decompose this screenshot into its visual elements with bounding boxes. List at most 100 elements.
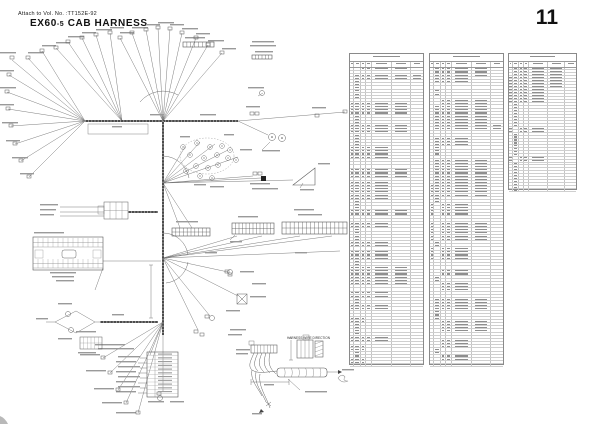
table-row <box>430 105 503 109</box>
table-row <box>430 291 503 295</box>
table-row <box>509 70 576 74</box>
table-row <box>350 250 423 254</box>
table-title-band <box>430 55 503 62</box>
table-row <box>509 159 576 163</box>
table-row <box>430 345 503 349</box>
table-row <box>509 67 576 71</box>
table-row <box>509 162 576 166</box>
wire-list-table-3 <box>508 53 577 193</box>
table-row <box>430 162 503 166</box>
table-title-band <box>509 55 576 62</box>
table-row <box>350 288 423 292</box>
scan-squiggle <box>337 374 349 383</box>
table-row <box>350 118 423 122</box>
table-row <box>350 241 423 245</box>
table-row <box>509 112 576 115</box>
table-row <box>430 228 503 232</box>
table-row <box>430 168 503 172</box>
table-row <box>350 136 423 141</box>
table-row <box>350 307 423 311</box>
table-row <box>430 222 503 226</box>
table-row <box>350 162 423 166</box>
table-row <box>509 79 576 83</box>
table-row <box>509 174 576 178</box>
wire-list-table-1 <box>349 53 424 368</box>
table-row <box>430 177 503 182</box>
table-row <box>430 304 503 308</box>
table-row <box>350 275 423 279</box>
table-row <box>509 183 576 187</box>
table-title-band <box>350 55 423 62</box>
table-row <box>350 95 423 100</box>
table-row <box>350 206 423 210</box>
table-row <box>350 149 423 153</box>
table-row <box>350 83 423 87</box>
table-row <box>430 124 503 128</box>
table-row <box>350 92 423 96</box>
loose-wire-cluster <box>179 137 239 181</box>
table-row <box>350 209 423 213</box>
bracket-wedge <box>292 167 316 186</box>
table-row <box>430 297 503 302</box>
table-row <box>430 241 503 245</box>
wire-direction-detail: HARNESS WIRE DIRECTION <box>248 334 342 413</box>
table-row <box>509 123 576 127</box>
table-row <box>350 108 423 112</box>
table-row <box>430 111 503 115</box>
table-row <box>430 159 503 163</box>
table-row <box>350 231 423 235</box>
table-row <box>509 129 576 133</box>
dimension-box <box>87 123 149 135</box>
table-row <box>350 200 423 204</box>
table-row <box>350 130 423 134</box>
table-row <box>509 117 576 121</box>
sealed-connector-dot <box>261 176 266 181</box>
table-row <box>430 269 503 273</box>
table-row <box>430 256 503 261</box>
table-header-band <box>509 61 576 68</box>
table-row <box>350 212 423 216</box>
table-row <box>350 244 423 248</box>
bundle-arcs <box>139 90 190 284</box>
table-row <box>350 80 423 84</box>
terminal-block <box>146 351 179 398</box>
table-row <box>350 111 423 115</box>
table-row <box>350 228 423 232</box>
table-row <box>509 138 576 142</box>
table-row <box>430 329 503 333</box>
table-row <box>430 200 503 204</box>
table-row <box>350 133 423 137</box>
table-row <box>350 278 423 283</box>
table-row <box>350 127 423 131</box>
table-row <box>430 272 503 276</box>
table-row <box>350 263 423 267</box>
table-row <box>509 165 576 169</box>
table-row <box>509 109 576 113</box>
table-row <box>350 310 423 314</box>
table-row <box>430 234 503 238</box>
table-row <box>509 100 576 104</box>
table-row <box>430 174 503 178</box>
table-row <box>350 121 423 125</box>
scan-corner-mark <box>0 416 8 424</box>
fuse-box <box>32 236 104 271</box>
harness-trunk-lines <box>85 120 238 335</box>
table-row <box>430 130 503 134</box>
connector-cluster-box <box>97 201 129 220</box>
table-row <box>350 76 423 81</box>
table-row <box>350 234 423 238</box>
table-row <box>430 351 503 355</box>
table-row <box>430 307 503 311</box>
table-row <box>350 351 423 355</box>
table-row <box>350 114 423 118</box>
table-row <box>430 338 503 343</box>
table-row <box>350 316 423 320</box>
table-row <box>509 82 576 86</box>
table-row <box>509 147 576 151</box>
table-row <box>430 146 503 150</box>
table-row <box>350 253 423 257</box>
table-row <box>430 73 503 77</box>
table-row <box>350 159 423 163</box>
table-row <box>430 155 503 160</box>
